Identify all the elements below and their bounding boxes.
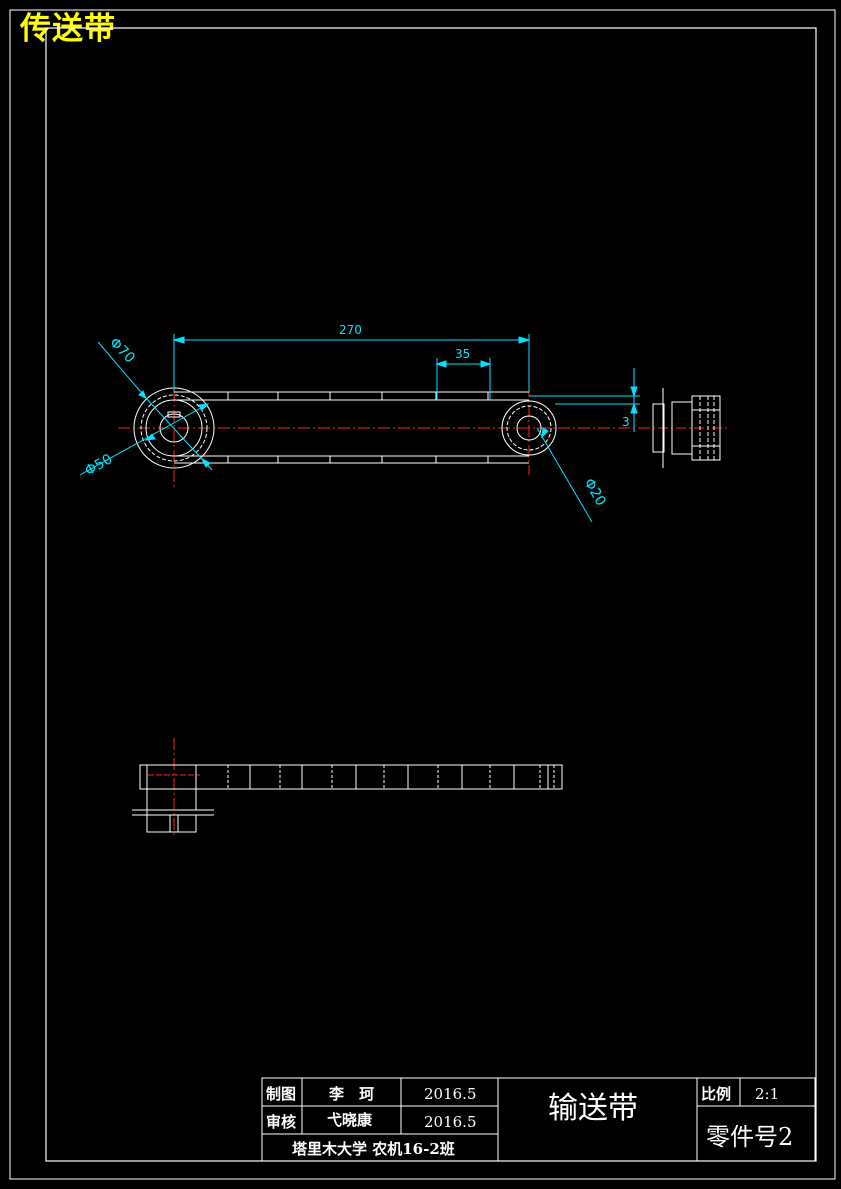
- right-pulley-outer: [501, 400, 557, 456]
- title-block: [261, 1077, 816, 1162]
- checked-date: 2016.5: [424, 1113, 477, 1131]
- right-pulley-hidden: [506, 405, 552, 451]
- dim-small-pulley-diameter-label: Φ20: [580, 476, 608, 509]
- scale-value: 2:1: [755, 1085, 779, 1103]
- dim-pulley-diameter-label: Φ50: [82, 451, 115, 479]
- inner-border: [45, 27, 817, 1162]
- dim-phi20-line: [536, 427, 593, 523]
- dim-thickness-label: 3: [622, 415, 630, 429]
- drawn-by-name: 李 珂: [328, 1085, 374, 1103]
- dim-spacing-label: 35: [455, 347, 470, 361]
- left-keyway: [167, 411, 181, 418]
- left-pulley-hidden: [140, 394, 208, 462]
- checked-by-name: 弋晓康: [327, 1111, 373, 1129]
- side-view: [640, 388, 728, 468]
- front-view: [118, 370, 640, 490]
- top-view: [132, 738, 563, 835]
- scale-label: 比例: [701, 1085, 731, 1103]
- dimensions: [79, 334, 640, 523]
- dim-phi50-arrows: [144, 403, 210, 441]
- corner-title: 传送带: [20, 11, 116, 47]
- belt-cleats-top: [227, 392, 489, 400]
- checked-by-label: 审核: [266, 1113, 296, 1131]
- outer-border: [9, 9, 836, 1180]
- dim-length-label: 270: [339, 323, 362, 337]
- dim-3-arrows: [630, 386, 638, 414]
- organization: 塔里木大学 农机16-2班: [292, 1140, 455, 1158]
- belt-cleats-bottom: [227, 456, 489, 463]
- part-number: 零件号2: [706, 1123, 793, 1151]
- drawn-by-label: 制图: [266, 1085, 296, 1103]
- left-pulley-hub: [159, 413, 189, 443]
- dim-outer-diameter-label: Φ70: [106, 335, 138, 367]
- right-pulley-hub: [516, 415, 542, 441]
- dim-270-arrows: [172, 336, 531, 344]
- drawing-name: 输送带: [548, 1091, 638, 1126]
- dim-phi20-arrow: [541, 427, 549, 439]
- dim-35-arrows: [435, 360, 492, 368]
- dim-phi70-arrows: [138, 390, 211, 468]
- drawn-date: 2016.5: [424, 1085, 477, 1103]
- dim-phi70-leader: [97, 341, 147, 399]
- dim-phi50-line: [79, 403, 209, 476]
